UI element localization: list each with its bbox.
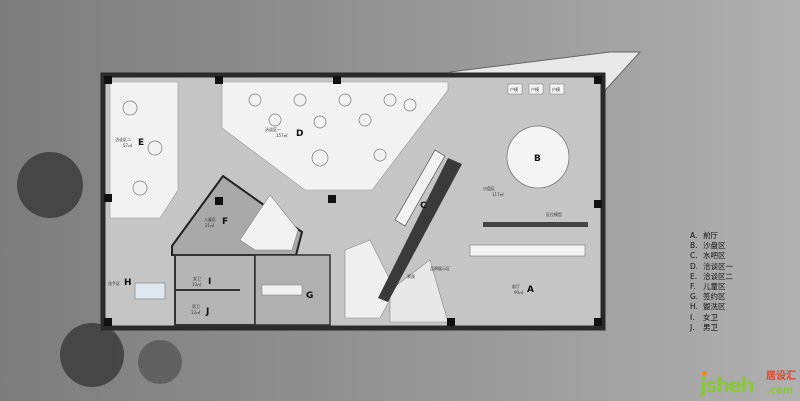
tree (60, 323, 124, 387)
zone-i-letter: I (208, 277, 211, 287)
legend-label: 签约区 (703, 292, 726, 302)
legend-key: C. (690, 251, 698, 261)
legend-item: F. 儿童区 (690, 282, 733, 292)
furniture-d (122, 93, 417, 196)
legend-key: B. (690, 241, 698, 251)
zone-b-letter: B (534, 154, 541, 164)
legend-label: 沙盘区 (703, 241, 726, 251)
zone-j-letter: J (205, 307, 209, 317)
zone-a-area: 90㎡ (514, 289, 523, 295)
logo-main: jsheh (700, 373, 755, 397)
unit-models (507, 83, 565, 95)
legend-item: D. 洽谈区一 (690, 262, 733, 272)
zone-f-area: 21㎡ (205, 222, 214, 228)
zone-d-name: 洽谈区一 (265, 126, 281, 132)
watermark-logo: jsheh 居设汇 .com (700, 368, 800, 398)
legend-key: G. (690, 292, 699, 302)
legend-item: J. 男卫 (690, 323, 733, 333)
legend-label: 女卫 (703, 312, 718, 322)
tree (138, 340, 182, 384)
legend-item: H. 盥洗区 (690, 302, 733, 312)
zone-b-area: 117㎡ (492, 191, 504, 197)
zone-f-name: 儿童区 (204, 216, 216, 222)
legend-item: I. 女卫 (690, 313, 733, 323)
legend-label: 盥洗区 (703, 302, 726, 312)
water-bar (394, 149, 446, 227)
zone-e-name: 洽谈区二 (115, 136, 131, 142)
legend-label: 洽谈区一 (703, 261, 733, 271)
sand-table (506, 125, 570, 189)
legend-key: A. (690, 231, 698, 240)
logo-cn: 居设汇 (766, 371, 796, 382)
zone-a-letter: A (527, 285, 534, 295)
legend: A. 前厅 B. 沙盘区 C. 水吧区 D. 洽谈区一 E. 洽谈区二 F. 儿童区 G. 签… (690, 231, 733, 333)
zone-d-area: 157㎡ (276, 132, 288, 138)
stairs-f (239, 194, 299, 251)
brand-area-label: 品牌展示区 (430, 265, 450, 271)
location-model-wall (483, 222, 588, 227)
zone-g-letter: G (306, 291, 313, 301)
zone-a-name: 前厅 (512, 283, 520, 289)
legend-key: H. (690, 302, 698, 312)
zone-d-letter: D (296, 129, 303, 139)
legend-item: A. 前厅 (690, 231, 733, 241)
legend-label: 男卫 (703, 322, 718, 332)
zone-e-area (109, 81, 179, 219)
zone-i-name: 女卫 (193, 275, 201, 281)
zone-b-name: 沙盘区 (483, 185, 495, 191)
unit-model-label: 户模 (510, 86, 518, 92)
zone-j-area: 12㎡ (191, 309, 200, 315)
zone-d-area (221, 81, 449, 191)
legend-item: B. 沙盘区 (690, 241, 733, 251)
reception-desk (469, 244, 586, 257)
wash-basins (134, 282, 166, 300)
signing-table (261, 284, 303, 296)
legend-label: 洽谈区二 (703, 271, 733, 281)
zone-e-letter: E (138, 138, 144, 148)
logo-dot (702, 371, 707, 376)
columns (104, 76, 602, 326)
legend-item: E. 洽谈区二 (690, 272, 733, 282)
zone-h-name: 洗手区 (108, 280, 120, 286)
legend-key: I. (690, 312, 695, 322)
zone-h-letter: H (124, 278, 132, 288)
unit-model-label: 户模 (531, 86, 539, 92)
zone-c-letter: C (420, 201, 427, 211)
zone-f-letter: F (222, 217, 228, 227)
tree (17, 152, 83, 218)
legend-item: G. 签约区 (690, 292, 733, 302)
legend-label: 水吧区 (703, 251, 726, 261)
location-model-label: 区位模型 (546, 211, 562, 217)
legend-label: 儿童区 (703, 282, 726, 292)
zone-j-name: 男卫 (192, 304, 200, 309)
trees (17, 152, 182, 387)
legend-key: D. (690, 261, 699, 271)
feature-wall (378, 158, 462, 302)
zone-e-area: 57㎡ (123, 142, 132, 148)
legend-key: F. (690, 282, 696, 292)
unit-model-label: 户模 (552, 86, 560, 92)
legend-item: C. 水吧区 (690, 251, 733, 261)
zone-i-area: 13㎡ (192, 281, 201, 287)
logo-suffix: .com (766, 385, 794, 396)
legend-key: E. (690, 271, 698, 281)
legend-label: 前厅 (703, 231, 718, 240)
sculpture-label: 景观 (407, 273, 415, 279)
legend-key: J. (690, 322, 695, 332)
